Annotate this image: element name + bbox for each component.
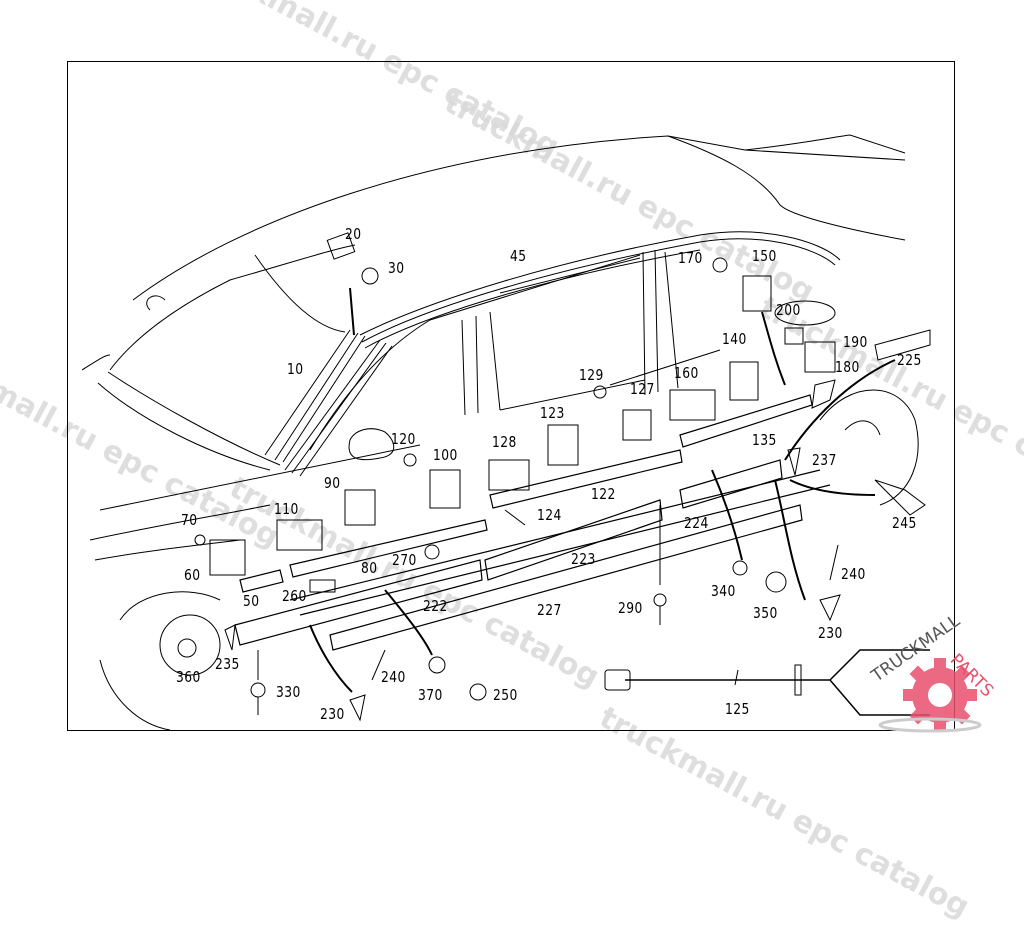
- callout-290: 290: [618, 599, 643, 617]
- brand-logo: TRUCKMALL PARTS: [860, 611, 1024, 750]
- callout-60: 60: [184, 566, 201, 584]
- callout-260: 260: [282, 587, 307, 605]
- callout-80: 80: [361, 559, 378, 577]
- callout-370: 370: [418, 686, 443, 704]
- clips: [177, 232, 931, 722]
- callout-122: 122: [591, 485, 616, 503]
- windshield: [109, 244, 356, 371]
- callout-360: 360: [176, 668, 201, 686]
- callout-150: 150: [752, 247, 777, 265]
- callout-123: 123: [540, 404, 565, 422]
- callout-45: 45: [510, 247, 527, 265]
- callout-10: 10: [287, 360, 304, 378]
- front-wheel-arch: [99, 591, 221, 731]
- thin-leaders: [257, 257, 739, 686]
- callout-225: 225: [897, 351, 922, 369]
- a-pillar-trim: [264, 329, 366, 463]
- callout-340: 340: [711, 582, 736, 600]
- callout-230-right: 230: [818, 624, 843, 642]
- callout-135: 135: [752, 431, 777, 449]
- callout-224: 224: [684, 514, 709, 532]
- callout-140: 140: [722, 330, 747, 348]
- callout-223: 223: [571, 550, 596, 568]
- mirror: [348, 428, 395, 461]
- callout-20: 20: [345, 225, 362, 243]
- callout-127: 127: [630, 380, 655, 398]
- callout-100: 100: [433, 446, 458, 464]
- callout-110: 110: [274, 500, 299, 518]
- callout-30: 30: [388, 259, 405, 277]
- callout-245: 245: [892, 514, 917, 532]
- callout-120: 120: [391, 430, 416, 448]
- callout-200: 200: [776, 301, 801, 319]
- rear-wheel-arch: [819, 389, 919, 506]
- callout-90: 90: [324, 474, 341, 492]
- callout-235: 235: [215, 655, 240, 673]
- callout-160: 160: [674, 364, 699, 382]
- callout-240-left: 240: [381, 668, 406, 686]
- callout-125: 125: [725, 700, 750, 718]
- callout-250: 250: [493, 686, 518, 704]
- callout-180: 180: [835, 358, 860, 376]
- callout-270: 270: [392, 551, 417, 569]
- diagram-frame: [67, 61, 955, 731]
- molding-strips: [234, 394, 831, 651]
- callout-170: 170: [678, 249, 703, 267]
- callout-240-right: 240: [841, 565, 866, 583]
- callout-124: 124: [537, 506, 562, 524]
- callout-237: 237: [812, 451, 837, 469]
- wiring-harness: [625, 649, 930, 716]
- callout-222: 222: [423, 597, 448, 615]
- callout-70: 70: [181, 511, 198, 529]
- leader-lines: [309, 287, 896, 693]
- callout-129: 129: [579, 366, 604, 384]
- callout-350: 350: [753, 604, 778, 622]
- callout-227: 227: [537, 601, 562, 619]
- car-line-art: [81, 134, 931, 731]
- rear-window: [667, 135, 906, 241]
- callout-128: 128: [492, 433, 517, 451]
- callout-230-left: 230: [320, 705, 345, 723]
- callout-50: 50: [243, 592, 260, 610]
- roof-rail: [359, 231, 841, 336]
- roof-outline: [132, 134, 906, 301]
- callout-190: 190: [843, 333, 868, 351]
- callout-330: 330: [276, 683, 301, 701]
